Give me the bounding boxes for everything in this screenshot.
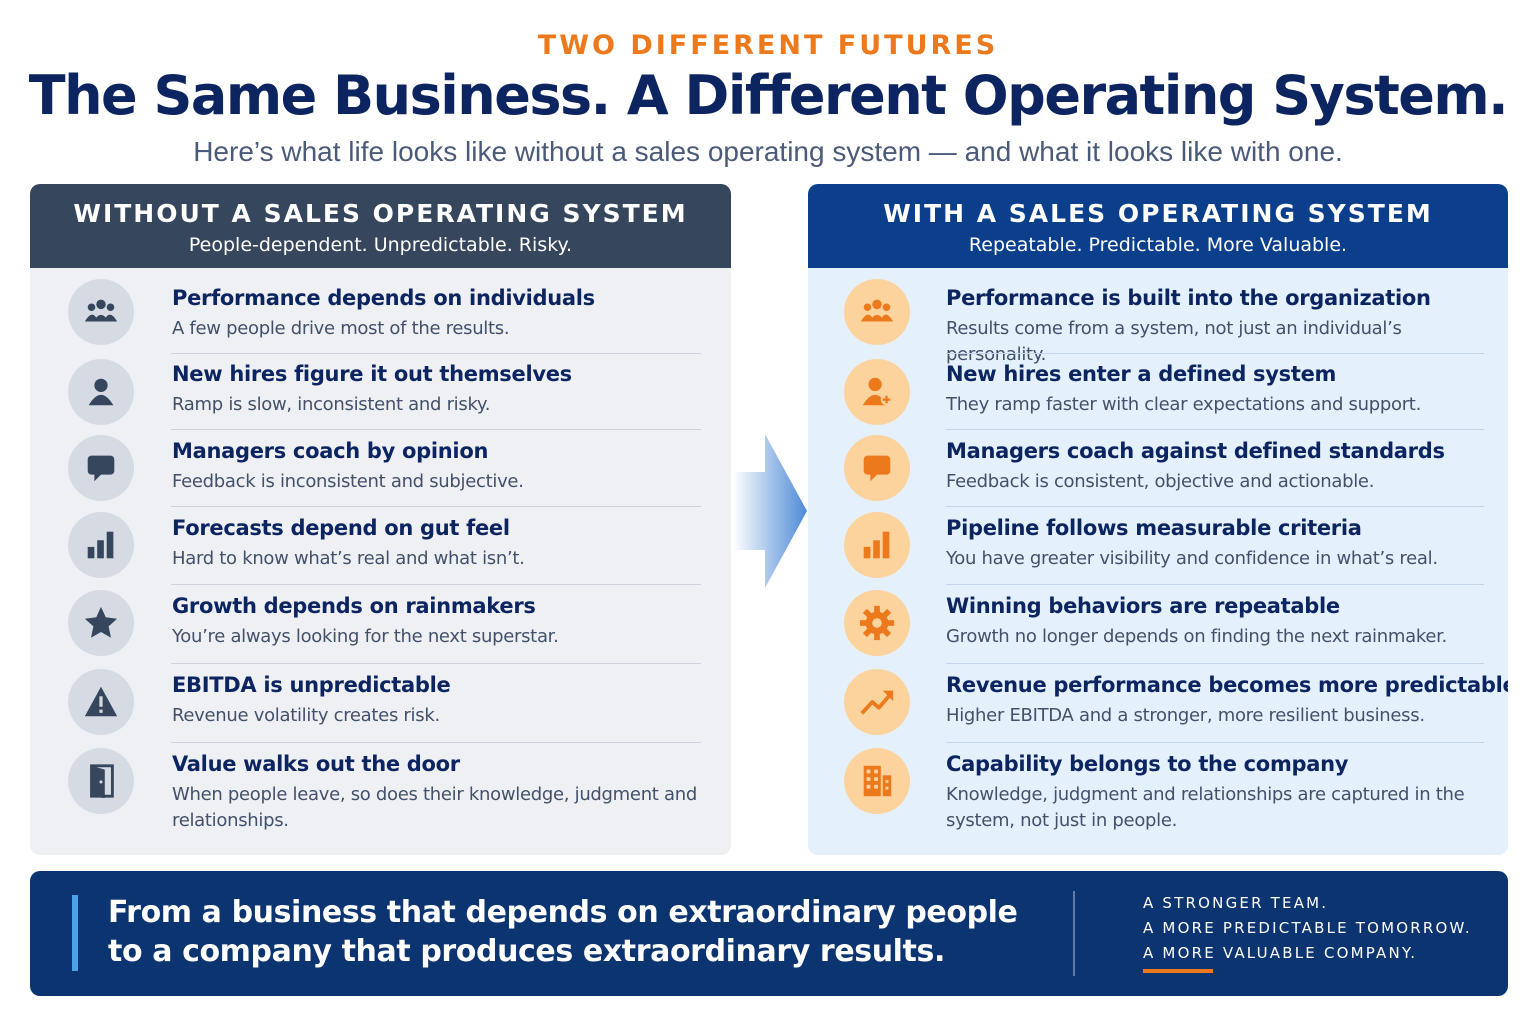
person-add-icon	[844, 359, 910, 425]
page-title: The Same Business. A Different Operating…	[28, 64, 1509, 127]
item-title: EBITDA is unpredictable	[172, 673, 451, 697]
divider	[171, 353, 701, 354]
divider	[946, 353, 1484, 354]
item-description: Feedback is consistent, objective and ac…	[946, 471, 1375, 492]
divider	[946, 663, 1484, 664]
warning-icon	[68, 669, 134, 735]
item-description: Growth no longer depends on finding the …	[946, 626, 1447, 647]
without-panel-header: WITHOUT A SALES OPERATING SYSTEM People-…	[30, 184, 731, 268]
item-description: You’re always looking for the next super…	[172, 626, 559, 647]
item-title: Performance depends on individuals	[172, 286, 595, 310]
eyebrow-label: TWO DIFFERENT FUTURES	[537, 30, 999, 61]
item-description: You have greater visibility and confiden…	[946, 548, 1438, 569]
banner-outcomes: A STRONGER TEAM. A MORE PREDICTABLE TOMO…	[1143, 891, 1472, 966]
divider	[946, 506, 1484, 507]
item-description: Feedback is inconsistent and subjective.	[172, 471, 524, 492]
item-description: Hard to know what’s real and what isn’t.	[172, 548, 525, 569]
divider	[171, 506, 701, 507]
arrow-right-icon	[733, 434, 807, 588]
banner-line-2: to a company that produces extraordinary…	[108, 934, 945, 969]
speech-bubble-icon	[68, 435, 134, 501]
item-description: Knowledge, judgment and relationships ar…	[946, 784, 1465, 831]
without-panel-tagline: People-dependent. Unpredictable. Risky.	[188, 234, 573, 256]
banner-underline	[1143, 969, 1213, 973]
divider	[946, 584, 1484, 585]
bar-chart-icon	[68, 512, 134, 578]
with-panel-title: WITH A SALES OPERATING SYSTEM	[883, 199, 1433, 228]
item-title: Pipeline follows measurable criteria	[946, 516, 1362, 540]
divider	[946, 742, 1484, 743]
item-description: Higher EBITDA and a stronger, more resil…	[946, 705, 1425, 726]
divider	[171, 663, 701, 664]
item-title: New hires enter a defined system	[946, 362, 1337, 386]
item-title: Capability belongs to the company	[946, 752, 1349, 776]
item-title: Performance is built into the organizati…	[946, 286, 1431, 310]
divider	[946, 429, 1484, 430]
item-description: Results come from a system, not just an …	[946, 318, 1402, 365]
banner-statement: From a business that depends on extraord…	[108, 893, 1068, 971]
without-panel-title: WITHOUT A SALES OPERATING SYSTEM	[73, 199, 688, 228]
speech-bubble-icon	[844, 435, 910, 501]
with-panel-tagline: Repeatable. Predictable. More Valuable.	[968, 234, 1348, 256]
item-title: Winning behaviors are repeatable	[946, 594, 1340, 618]
item-title: Managers coach against defined standards	[946, 439, 1445, 463]
item-title: Forecasts depend on gut feel	[172, 516, 510, 540]
people-icon	[844, 279, 910, 345]
item-title: Value walks out the door	[172, 752, 460, 776]
item-title: New hires figure it out themselves	[172, 362, 572, 386]
item-description: Revenue volatility creates risk.	[172, 705, 440, 726]
item-description: When people leave, so does their knowled…	[172, 784, 697, 831]
without-system-panel: WITHOUT A SALES OPERATING SYSTEM People-…	[30, 184, 731, 855]
outcome-line: A STRONGER TEAM.	[1143, 894, 1329, 912]
with-panel-header: WITH A SALES OPERATING SYSTEM Repeatable…	[808, 184, 1508, 268]
star-icon	[68, 590, 134, 656]
item-description: They ramp faster with clear expectations…	[946, 394, 1421, 415]
item-title: Revenue performance becomes more predict…	[946, 673, 1508, 697]
building-icon	[844, 748, 910, 814]
item-description: A few people drive most of the results.	[172, 318, 510, 339]
banner-line-1: From a business that depends on extraord…	[108, 895, 1018, 930]
banner-divider	[1073, 891, 1075, 976]
bar-chart-icon	[844, 512, 910, 578]
gear-icon	[844, 590, 910, 656]
item-title: Managers coach by opinion	[172, 439, 489, 463]
banner-accent-bar	[72, 895, 78, 971]
trend-up-icon	[844, 669, 910, 735]
exit-door-icon	[68, 748, 134, 814]
outcome-line: A MORE VALUABLE COMPANY.	[1143, 944, 1418, 962]
item-title: Growth depends on rainmakers	[172, 594, 536, 618]
with-system-panel: WITH A SALES OPERATING SYSTEM Repeatable…	[808, 184, 1508, 855]
divider	[171, 429, 701, 430]
divider	[171, 584, 701, 585]
bottom-banner: From a business that depends on extraord…	[30, 871, 1508, 996]
outcome-line: A MORE PREDICTABLE TOMORROW.	[1143, 919, 1472, 937]
people-icon	[68, 279, 134, 345]
person-icon	[68, 359, 134, 425]
page-subtitle: Here’s what life looks like without a sa…	[193, 136, 1343, 167]
item-description: Ramp is slow, inconsistent and risky.	[172, 394, 491, 415]
divider	[171, 742, 701, 743]
